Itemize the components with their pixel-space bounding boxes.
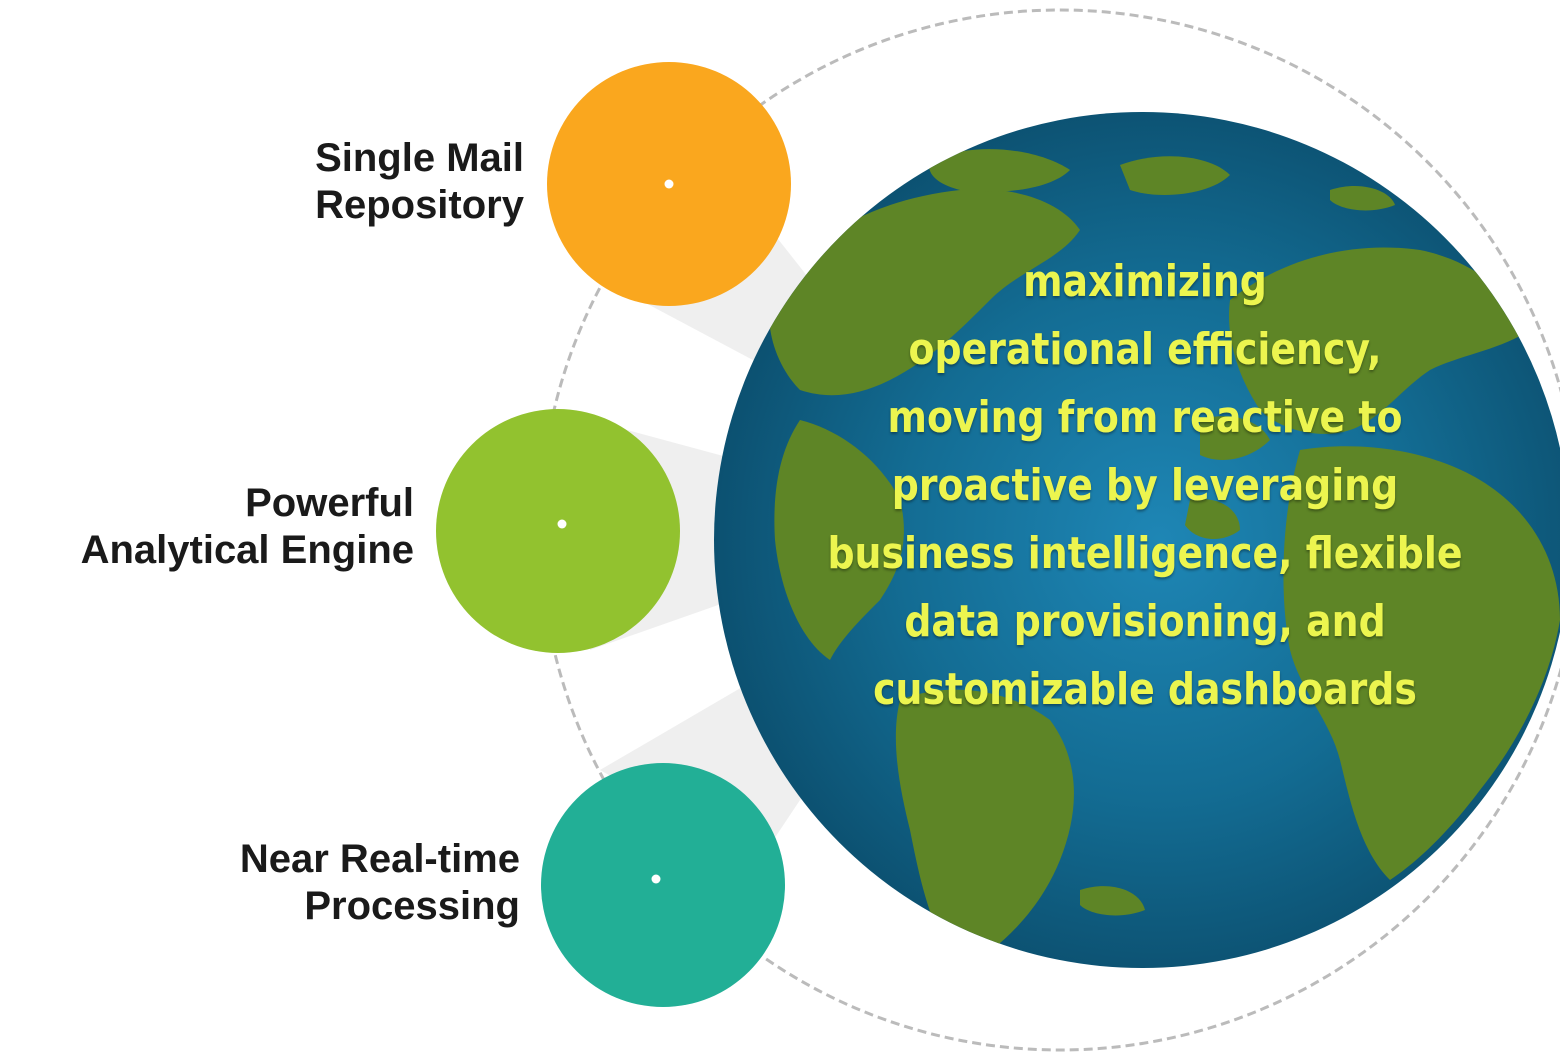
continent-shape <box>1120 156 1230 195</box>
pillar-dot-3 <box>651 874 661 884</box>
pillar-label-near-real-time-processing: Near Real-time Processing <box>240 836 520 930</box>
pillar-label-line: Single Mail <box>315 136 524 180</box>
globe-statement-line: maximizing <box>1023 256 1267 307</box>
continent-shape <box>1430 198 1480 224</box>
continent-shape <box>929 149 1070 192</box>
continent-shape <box>1229 247 1530 434</box>
globe-statement-line: operational efficiency, <box>908 324 1382 375</box>
pillar-label-powerful-analytical-engine: Powerful Analytical Engine <box>81 480 414 574</box>
continent-shape <box>1330 185 1395 211</box>
orbit-ring <box>538 8 1560 1052</box>
pillar-label-line: Repository <box>315 183 524 227</box>
globe-statement-line: customizable dashboards <box>873 664 1417 715</box>
pillar-label-line: Analytical Engine <box>80 528 414 572</box>
continent-shape <box>769 189 1080 396</box>
pillar-dot-2 <box>557 519 567 529</box>
pillar-label-single-mail-repository: Single Mail Repository <box>315 135 524 229</box>
pillar-label-line: Powerful <box>245 481 414 525</box>
continent-shape <box>1200 416 1270 460</box>
globe-statement: maximizing operational efficiency, movin… <box>765 248 1525 724</box>
globe-statement-line: business intelligence, flexible <box>827 528 1463 579</box>
globe-statement-line: proactive by leveraging <box>891 460 1399 511</box>
pillar-dot-1 <box>664 179 674 189</box>
continent-shape <box>774 420 904 660</box>
globe-statement-line: data provisioning, and <box>904 596 1386 647</box>
pillar-label-line: Near Real-time <box>239 837 520 881</box>
continent-shape <box>895 689 1074 968</box>
continent-shape <box>1283 446 1560 880</box>
pillar-circle-2 <box>436 409 680 653</box>
globe-statement-line: moving from reactive to <box>887 392 1403 443</box>
pillar-circle-3 <box>541 763 785 1007</box>
pillar-label-line: Processing <box>304 884 520 928</box>
continent-shape <box>1185 499 1240 540</box>
continent-shape <box>1080 886 1145 916</box>
